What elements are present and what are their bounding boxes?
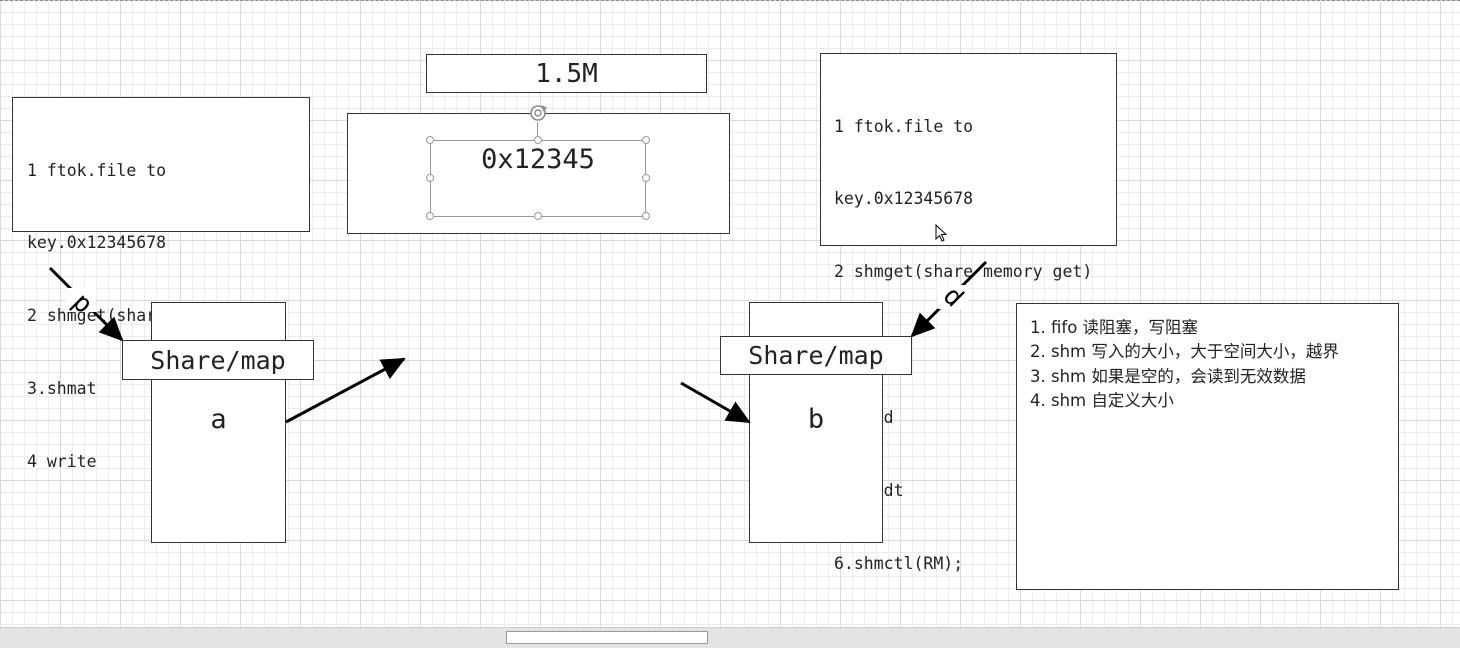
process-b-name: b xyxy=(807,404,825,435)
mouse-cursor-icon xyxy=(935,224,948,242)
resize-handle-mr[interactable] xyxy=(642,174,650,182)
reader-step-2: key.0x12345678 xyxy=(834,189,974,209)
resize-handle-bm[interactable] xyxy=(534,212,542,220)
writer-step-1: 1 ftok.file to xyxy=(27,160,167,180)
memory-size-label[interactable]: 1.5M xyxy=(426,54,707,93)
process-a-map-label[interactable]: Share/map xyxy=(122,340,314,380)
notes-box[interactable]: 1. fifo 读阻塞，写阻塞 2. shm 写入的大小，大于空间大小，越界 3… xyxy=(1016,303,1399,590)
resize-handle-ml[interactable] xyxy=(426,174,434,182)
resize-handle-tm[interactable] xyxy=(534,136,542,144)
process-a-name: a xyxy=(210,404,227,435)
writer-step-5: 4 write xyxy=(27,452,97,472)
writer-steps-box[interactable]: 1 ftok.file to key.0x12345678 2 shmget(s… xyxy=(12,97,310,471)
rotate-handle-icon[interactable] xyxy=(527,102,549,124)
rotate-handle-stem xyxy=(537,122,538,136)
shared-key-textbox[interactable]: 0x12345 xyxy=(430,140,646,217)
process-a-map-text: Share/map xyxy=(150,345,286,375)
note-item-4: 4. shm 自定义大小 xyxy=(1030,390,1174,410)
horizontal-scrollbar[interactable] xyxy=(0,627,1460,648)
reader-step-7: 6.shmctl(RM); xyxy=(834,553,964,573)
process-b-map-label[interactable]: Share/map xyxy=(720,336,912,375)
note-item-1: 1. fifo 读阻塞，写阻塞 xyxy=(1030,318,1199,337)
writer-step-2: key.0x12345678 xyxy=(27,233,167,253)
resize-handle-br[interactable] xyxy=(642,212,650,220)
shared-key-text: 0x12345 xyxy=(481,144,595,175)
note-item-3: 3. shm 如果是空的，会读到无效数据 xyxy=(1030,366,1306,386)
resize-handle-tl[interactable] xyxy=(426,136,434,144)
reader-step-3: 2 shmget(share memory get) xyxy=(834,262,1093,282)
process-b-map-text: Share/map xyxy=(748,341,884,370)
note-item-2: 2. shm 写入的大小，大于空间大小，越界 xyxy=(1030,342,1339,362)
memory-size-text: 1.5M xyxy=(535,58,598,89)
resize-handle-tr[interactable] xyxy=(642,136,650,144)
reader-step-1: 1 ftok.file to xyxy=(834,116,974,136)
page-top-border xyxy=(0,0,1460,1)
reader-steps-box[interactable]: 1 ftok.file to key.0x12345678 2 shmget(s… xyxy=(820,53,1117,573)
arrow-into-b-side xyxy=(680,381,751,424)
resize-handle-bl[interactable] xyxy=(426,212,434,220)
writer-step-4: 3.shmat xyxy=(27,379,97,399)
scrollbar-thumb[interactable] xyxy=(506,631,708,644)
